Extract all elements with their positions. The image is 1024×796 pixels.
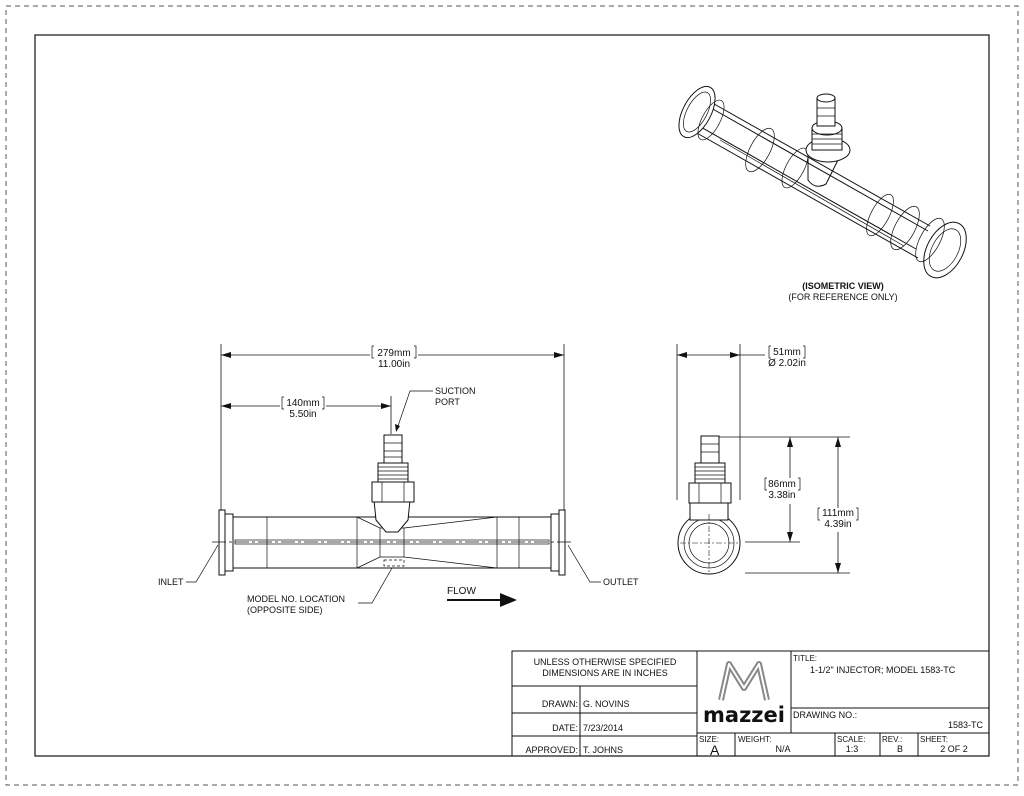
scale-value: 1:3 [846, 744, 859, 754]
end-dia-in: Ø 2.02in [768, 358, 806, 369]
rev-value: B [897, 744, 903, 754]
weight-label: WEIGHT: [738, 735, 771, 744]
scale-label: SCALE: [837, 735, 865, 744]
sheet-outer-border [5, 5, 1019, 786]
drawn-value: G. NOVINS [583, 699, 630, 709]
weight-value: N/A [775, 744, 790, 754]
port-offset-mm: 140mm [286, 398, 319, 409]
size-value: A [710, 742, 720, 758]
approved-value: T. JOHNS [583, 745, 623, 755]
drawn-label: DRAWN: [542, 699, 578, 709]
end-h2-in: 4.39in [824, 519, 851, 530]
drawing-no-value: 1583-TC [948, 720, 984, 730]
iso-view-note: (FOR REFERENCE ONLY) [788, 292, 897, 302]
flow-label: FLOW [447, 586, 476, 597]
front-view: 279mm 11.00in 140mm 5.50in SUCTION PORT [158, 344, 639, 615]
outlet-label: OUTLET [603, 577, 639, 587]
approved-label: APPROVED: [525, 745, 578, 755]
logo-text: mazzei [703, 703, 785, 727]
iso-view-title: (ISOMETRIC VIEW) [802, 281, 884, 291]
end-view: 51mm Ø 2.02in 86mm 3.38in 111mm 4.39in [676, 344, 859, 575]
overall-length-in: 11.00in [378, 359, 410, 370]
title-label: TITLE: [793, 654, 817, 663]
end-dia-mm: 51mm [773, 347, 801, 358]
inlet-label: INLET [158, 577, 184, 587]
end-h1-in: 3.38in [768, 490, 795, 501]
sheet-label: SHEET: [920, 735, 948, 744]
date-value: 7/23/2014 [583, 723, 623, 733]
title-block: UNLESS OTHERWISE SPECIFIED DIMENSIONS AR… [511, 650, 990, 758]
suction-port-label-1: SUCTION [435, 386, 476, 396]
tolerance-note-1: UNLESS OTHERWISE SPECIFIED [534, 657, 677, 667]
drawing-no-label: DRAWING NO.: [793, 710, 857, 720]
size-label: SIZE: [699, 735, 719, 744]
end-h1-mm: 86mm [768, 479, 796, 490]
flow-arrow [500, 593, 517, 607]
sheet-value: 2 OF 2 [940, 744, 968, 754]
suction-port-label-2: PORT [435, 397, 460, 407]
date-label: DATE: [552, 723, 578, 733]
title-value: 1-1/2" INJECTOR; MODEL 1583-TC [810, 665, 956, 675]
rev-label: REV.: [882, 735, 902, 744]
model-location-label-2: (OPPOSITE SIDE) [247, 605, 323, 615]
overall-length-mm: 279mm [377, 348, 410, 359]
model-location-label-1: MODEL NO. LOCATION [247, 594, 345, 604]
port-offset-in: 5.50in [289, 409, 316, 420]
mazzei-logo-icon [718, 661, 770, 701]
isometric-view: (ISOMETRIC VIEW) (FOR REFERENCE ONLY) [678, 85, 967, 302]
end-h2-mm: 111mm [822, 508, 854, 519]
tolerance-note-2: DIMENSIONS ARE IN INCHES [542, 668, 668, 678]
